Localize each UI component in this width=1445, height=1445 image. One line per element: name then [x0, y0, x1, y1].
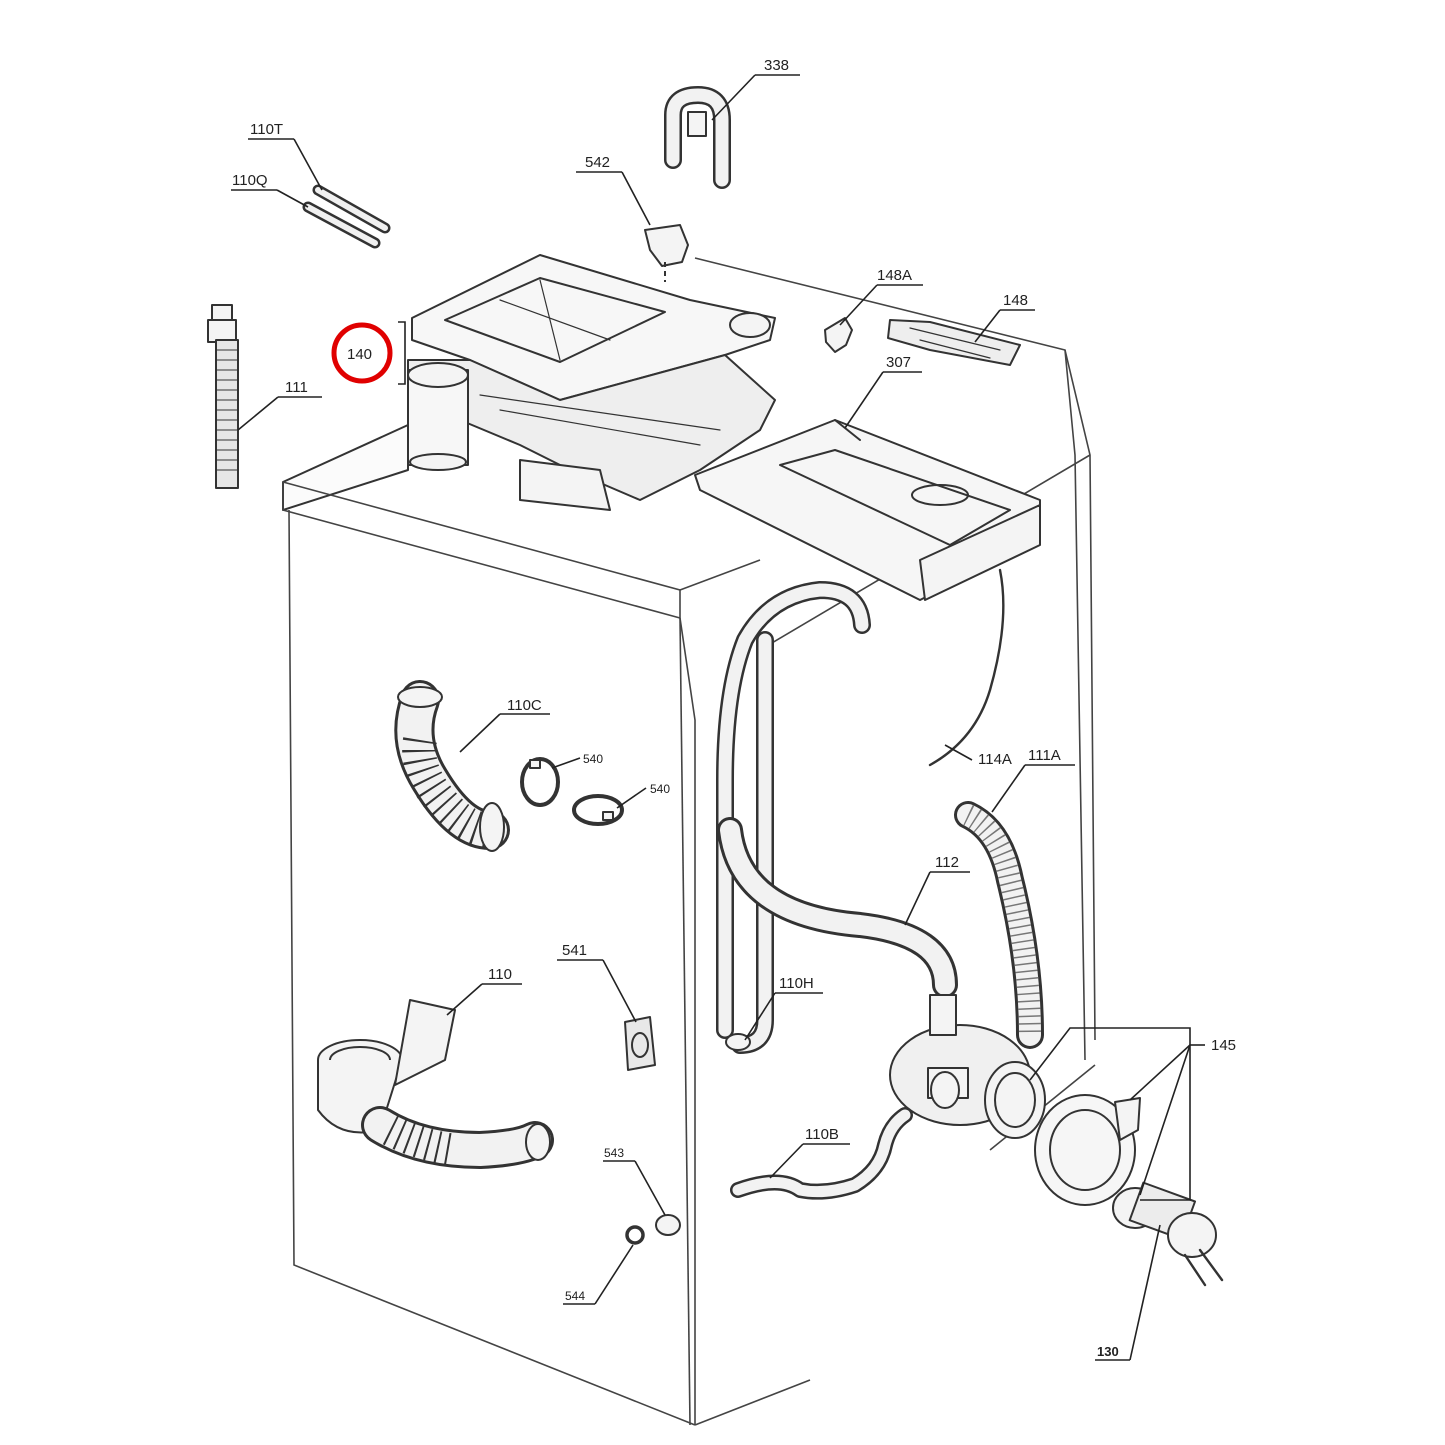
clip-148A — [824, 317, 853, 353]
wire-114A — [928, 568, 1005, 767]
callout-140: 140 — [347, 346, 372, 363]
rod-110Q — [302, 201, 381, 249]
callout-145: 145 — [1211, 1037, 1236, 1054]
callout-110: 110 — [488, 966, 512, 983]
filter-130 — [1112, 1181, 1224, 1287]
callout-307: 307 — [886, 354, 911, 371]
plate-541 — [624, 1016, 656, 1071]
callout-540-a: 540 — [583, 752, 603, 766]
callout-110H: 110H — [779, 975, 814, 992]
callout-130: 130 — [1097, 1344, 1119, 1359]
callout-338: 338 — [764, 57, 789, 74]
bracket-145 — [1029, 1027, 1205, 1201]
callout-110B: 110B — [805, 1126, 839, 1143]
hose-112 — [717, 817, 958, 998]
callout-110C: 110C — [507, 697, 542, 714]
callout-542: 542 — [585, 154, 610, 171]
rod-110T — [312, 184, 391, 234]
callout-111: 111 — [285, 379, 308, 396]
callout-111A: 111A — [1028, 747, 1061, 764]
callout-110Q: 110Q — [232, 172, 268, 189]
clip-544 — [625, 1225, 645, 1245]
clamp-540-b — [572, 794, 624, 826]
washer-cabinet — [282, 257, 1096, 1426]
leader-lines — [231, 74, 1161, 1361]
callout-110T: 110T — [250, 121, 283, 138]
callout-540-b: 540 — [650, 782, 670, 796]
bellows-110C — [394, 680, 510, 852]
sump-hose-110 — [317, 999, 554, 1169]
callout-114A: 114A — [978, 751, 1012, 768]
cap-543 — [655, 1214, 681, 1236]
u-hose-338 — [664, 86, 731, 189]
pump-housing — [889, 994, 1046, 1139]
highlight-circle-140 — [331, 322, 393, 384]
corrugated-hose-111A — [954, 801, 1044, 1049]
callout-148A: 148A — [877, 267, 912, 284]
threaded-rod-111 — [207, 304, 239, 489]
hose-110B — [730, 1107, 913, 1200]
drawer-307 — [694, 419, 1041, 601]
slider-148 — [887, 319, 1021, 366]
connector-110H — [725, 1033, 751, 1051]
callout-148: 148 — [1003, 292, 1028, 309]
filter-cover-145 — [1034, 1094, 1141, 1206]
dispenser-housing-140 — [407, 254, 776, 511]
callout-112: 112 — [935, 854, 959, 871]
callout-543: 543 — [604, 1146, 624, 1160]
bracket-542 — [644, 224, 689, 282]
callout-541: 541 — [562, 942, 587, 959]
callout-544: 544 — [565, 1289, 585, 1303]
callout-labels: 338 542 110T 110Q 148A 148 140 111 307 1… — [232, 57, 1236, 1359]
clamp-540-a — [520, 757, 560, 807]
cabinet-top-left-ledge — [282, 424, 409, 511]
